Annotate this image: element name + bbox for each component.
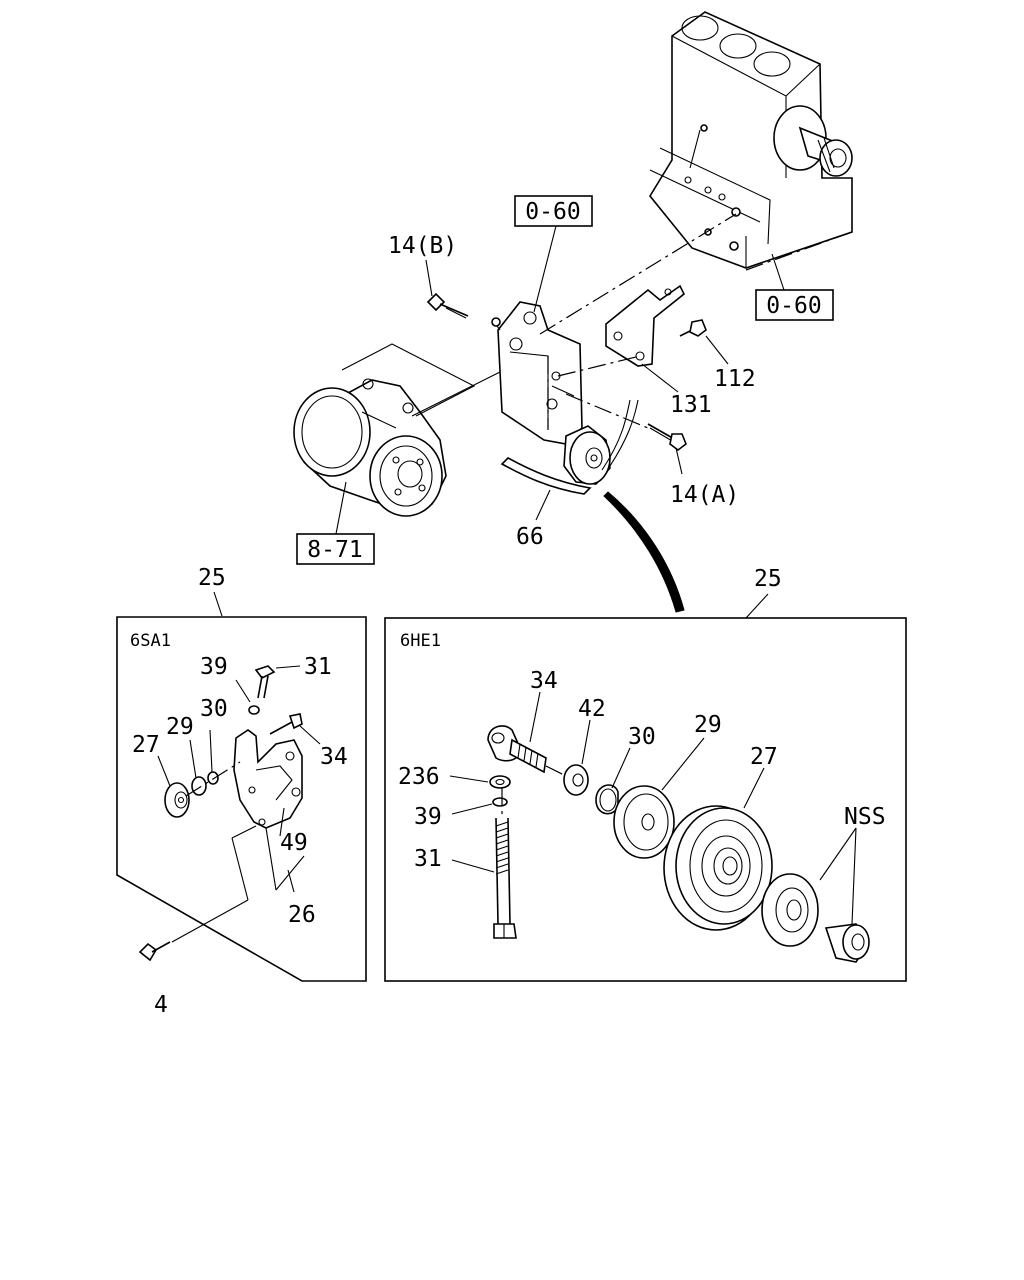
left-label-29: 29 — [166, 714, 194, 740]
left-label-4: 4 — [154, 992, 168, 1018]
callout-14a: 14(A) — [670, 482, 739, 508]
ref-box-compressor[interactable]: 8-71 — [296, 533, 375, 565]
left-label-30: 30 — [200, 696, 228, 722]
right-label-29: 29 — [694, 712, 722, 738]
right-label-34: 34 — [530, 668, 558, 694]
right-label-42: 42 — [578, 696, 606, 722]
ref-box-right[interactable]: 0-60 — [755, 289, 834, 321]
bolt-14a — [647, 423, 687, 451]
left-label-34: 34 — [320, 744, 348, 770]
right-label-236: 236 — [398, 764, 440, 790]
left-label-27: 27 — [132, 732, 160, 758]
bolt-14b — [426, 292, 469, 319]
left-label-26: 26 — [288, 902, 316, 928]
right-label-27: 27 — [750, 744, 778, 770]
callout-131: 131 — [670, 392, 712, 418]
callout-25-left: 25 — [198, 565, 226, 591]
right-label-30: 30 — [628, 724, 656, 750]
engine-block — [649, 11, 853, 269]
panel-6he1: 6HE1 — [384, 617, 907, 982]
callout-112: 112 — [714, 366, 756, 392]
panel-right-engine-tag: 6HE1 — [400, 631, 441, 651]
callout-14b: 14(B) — [388, 233, 457, 259]
idler-pulley — [563, 425, 611, 485]
tension-bracket-131 — [605, 284, 686, 367]
detail-arrow — [603, 491, 685, 613]
right-label-31: 31 — [414, 846, 442, 872]
callout-25-right: 25 — [754, 566, 782, 592]
drive-belt — [500, 399, 639, 495]
panel-left-engine-tag: 6SA1 — [130, 631, 171, 651]
ref-top-label: 0-60 — [525, 199, 580, 225]
right-label-39: 39 — [414, 804, 442, 830]
left-label-31: 31 — [304, 654, 332, 680]
left-label-49: 49 — [280, 830, 308, 856]
ref-right-label: 0-60 — [766, 293, 821, 319]
bolt-112 — [679, 319, 707, 337]
ref-compressor-label: 8-71 — [307, 537, 362, 563]
panel-6sa1: 6SA1 — [116, 616, 367, 1018]
right-label-nss: NSS — [844, 804, 886, 830]
callout-66: 66 — [516, 524, 544, 550]
ref-box-top[interactable]: 0-60 — [514, 195, 593, 227]
compressor — [293, 378, 447, 517]
left-label-39: 39 — [200, 654, 228, 680]
